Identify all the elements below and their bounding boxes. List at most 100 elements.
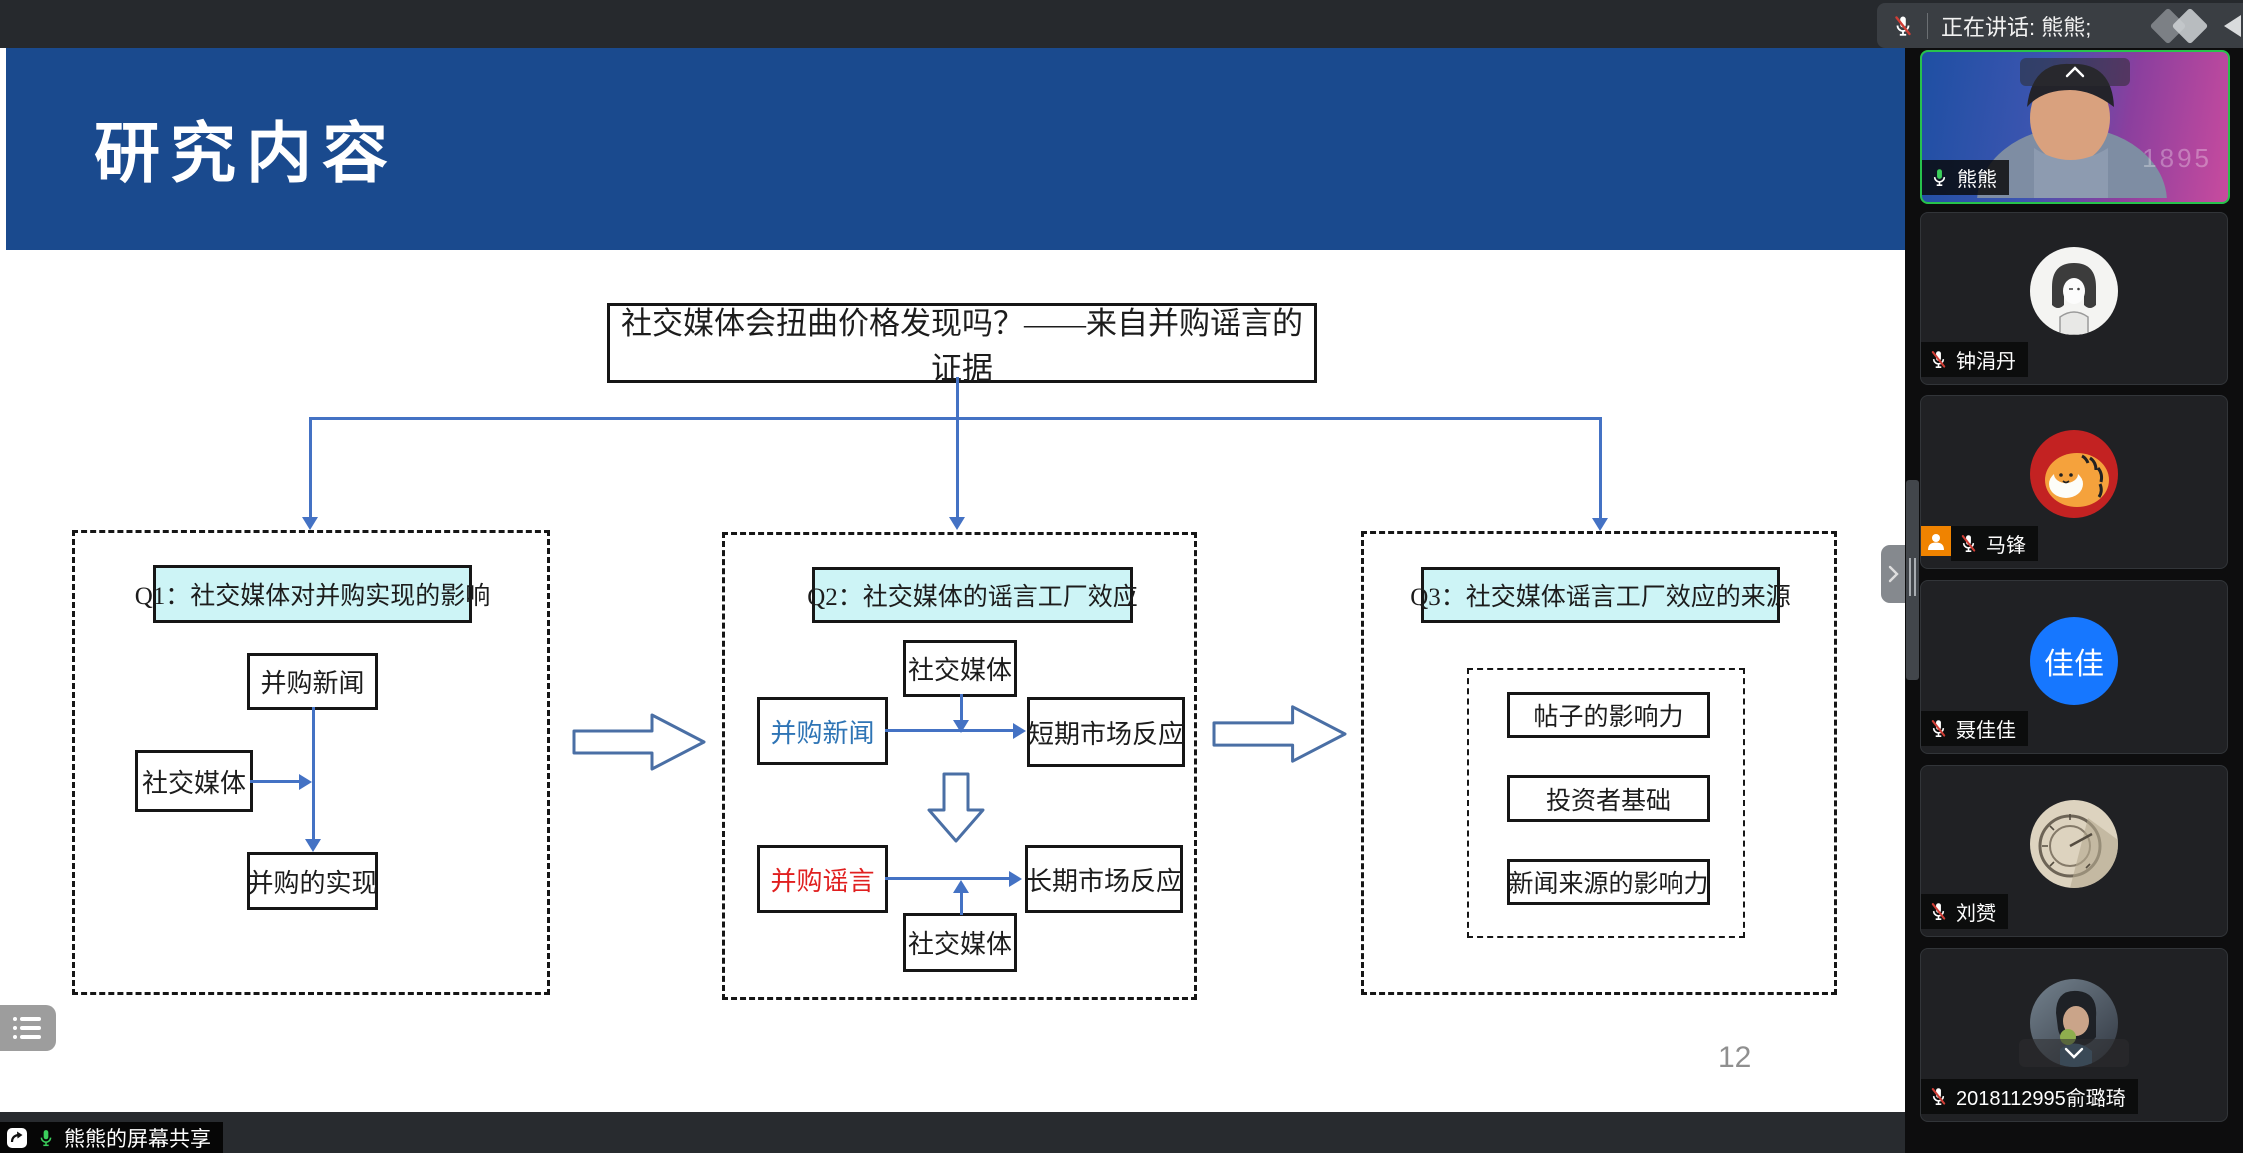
arrowhead-right [299,774,312,790]
person-badge-icon [1921,526,1951,556]
participant-tile[interactable]: 马锋 [1920,395,2228,569]
q2-arrow-line [885,877,1011,880]
muted-mic-icon [1931,1088,1946,1105]
q2-arrow-line [960,694,963,720]
block-arrow-right-icon [1212,705,1347,763]
divider [1927,12,1928,39]
q1-panel: Q1：社交媒体对并购实现的影响 并购新闻 社交媒体 并购的实现 [72,530,550,995]
connector-line [956,377,959,419]
participant-name: 2018112995俞璐琦 [1956,1088,2126,1110]
q2-news-node: 并购新闻 [757,697,888,765]
q1-arrow-line [250,780,299,783]
avatar-initials: 佳佳 [2044,648,2104,681]
bottom-bar: 熊熊的屏幕共享 [0,1112,1905,1153]
avatar [2030,430,2118,518]
q1-outcome-node: 并购的实现 [247,852,378,910]
participant-tile[interactable]: 2018112995俞璐琦 [1920,948,2228,1122]
muted-mic-icon [1895,15,1911,36]
avatar-sketch-girl [2052,263,2096,335]
participant-video [1977,63,2167,198]
chevron-up-icon [2065,66,2085,78]
q2-header: Q2：社交媒体的谣言工厂效应 [807,567,1138,623]
active-mic-icon [40,1129,52,1146]
q3-item-node: 投资者基础 [1507,775,1710,822]
muted-mic-icon [1931,351,1946,368]
screen-share-label: 熊熊的屏幕共享 [64,1127,211,1151]
page-number: 12 [1718,1041,1752,1074]
avatar [2030,247,2118,335]
chevron-down-icon [2064,1047,2084,1059]
block-arrow-down-icon [927,772,985,843]
q3-inner-panel: 帖子的影响力 投资者基础 新闻来源的影响力 [1467,668,1745,938]
logo-diamond-icon [2171,7,2209,45]
participant-name-bar: 刘赟 [1921,894,2008,929]
participant-name-bar: 马锋 [1921,526,2038,561]
participant-tile[interactable]: 钟涓丹 [1920,212,2228,385]
slide-title: 研究内容 [94,118,398,191]
participant-name-bar: 聂佳佳 [1921,711,2028,746]
diagram-main-question-box: 社交媒体会扭曲价格发现吗？——来自并购谣言的证据 [607,303,1317,386]
participant-name: 刘赟 [1956,903,1996,925]
connector-line [309,420,312,518]
avatar [2030,800,2118,888]
connector-line [309,417,1602,420]
arrowhead-right [1013,723,1026,739]
tile-scroll-down-button[interactable] [2019,1039,2129,1067]
q2-panel: Q2：社交媒体的谣言工厂效应 社交媒体 并购新闻 短期市场反应 并购谣言 长期市… [722,532,1197,1000]
participant-name: 熊熊 [1957,169,1997,191]
muted-mic-icon [1931,903,1946,920]
connector-line [1599,420,1602,519]
arrowhead-right [1009,871,1022,887]
q2-social-bottom-node: 社交媒体 [903,913,1017,972]
q3-panel: Q3：社交媒体谣言工厂效应的来源 帖子的影响力 投资者基础 新闻来源的影响力 [1361,531,1837,995]
q3-header: Q3：社交媒体谣言工厂效应的来源 [1410,567,1791,623]
speaking-toast: 正在讲话: 熊熊; [1877,3,2243,48]
shared-screen-slide: 研究内容 社交媒体会扭曲价格发现吗？——来自并购谣言的证据 Q1：社交媒体对并购… [0,48,1905,1112]
muted-mic-icon [1931,720,1946,737]
q3-item-node: 新闻来源的影响力 [1507,859,1710,905]
participant-tile[interactable]: 1895 熊熊 [1920,50,2230,204]
video-watermark: 1895 [2142,143,2212,173]
active-mic-icon [1933,169,1946,186]
arrowhead-up [953,880,969,893]
arrowhead-down [302,517,318,530]
participant-name: 聂佳佳 [1956,720,2016,742]
arrowhead-down [305,839,321,852]
q2-social-top-node: 社交媒体 [903,640,1017,697]
back-arrow-icon [2224,15,2241,37]
q1-header: Q1：社交媒体对并购实现的影响 [135,565,490,623]
participant-name: 马锋 [1986,535,2026,557]
arrowhead-down [949,517,965,530]
q1-arrow-line [312,707,315,841]
slide-title-banner: 研究内容 [6,48,1905,250]
arrowhead-down [1592,518,1608,531]
top-bar: 正在讲话: 熊熊; [0,0,2243,48]
participant-name: 钟涓丹 [1956,351,2016,373]
tile-scroll-up-button[interactable] [2020,58,2130,86]
panel-drag-handle[interactable] [1909,558,1916,596]
participant-name-bar: 钟涓丹 [1921,342,2028,377]
chevron-right-icon [1888,565,1899,583]
screen-share-banner: 熊熊的屏幕共享 [0,1122,223,1153]
speaking-label: 正在讲话: 熊熊; [1941,14,2092,40]
panel-scrollbar[interactable] [1906,480,1919,680]
annotation-list-button[interactable] [0,1005,56,1051]
participant-tile[interactable]: 佳佳 聂佳佳 [1920,580,2228,754]
q2-long-term-node: 长期市场反应 [1025,845,1183,913]
avatar-tiger [2045,453,2109,507]
screen-share-icon [7,1127,27,1148]
q3-item-node: 帖子的影响力 [1507,692,1710,738]
avatar: 佳佳 [2030,617,2118,705]
list-icon [13,1017,41,1039]
q2-rumor-node: 并购谣言 [757,845,888,913]
participant-name-bar: 2018112995俞璐琦 [1921,1079,2138,1114]
q2-arrow-line [885,729,1015,732]
block-arrow-right-icon [572,713,706,771]
panel-collapse-button[interactable] [1881,545,1905,603]
participant-tile[interactable]: 刘赟 [1920,765,2228,937]
q1-social-node: 社交媒体 [135,750,253,812]
muted-mic-icon [1961,535,1976,552]
connector-line [956,420,959,518]
q2-arrow-line [960,893,963,915]
